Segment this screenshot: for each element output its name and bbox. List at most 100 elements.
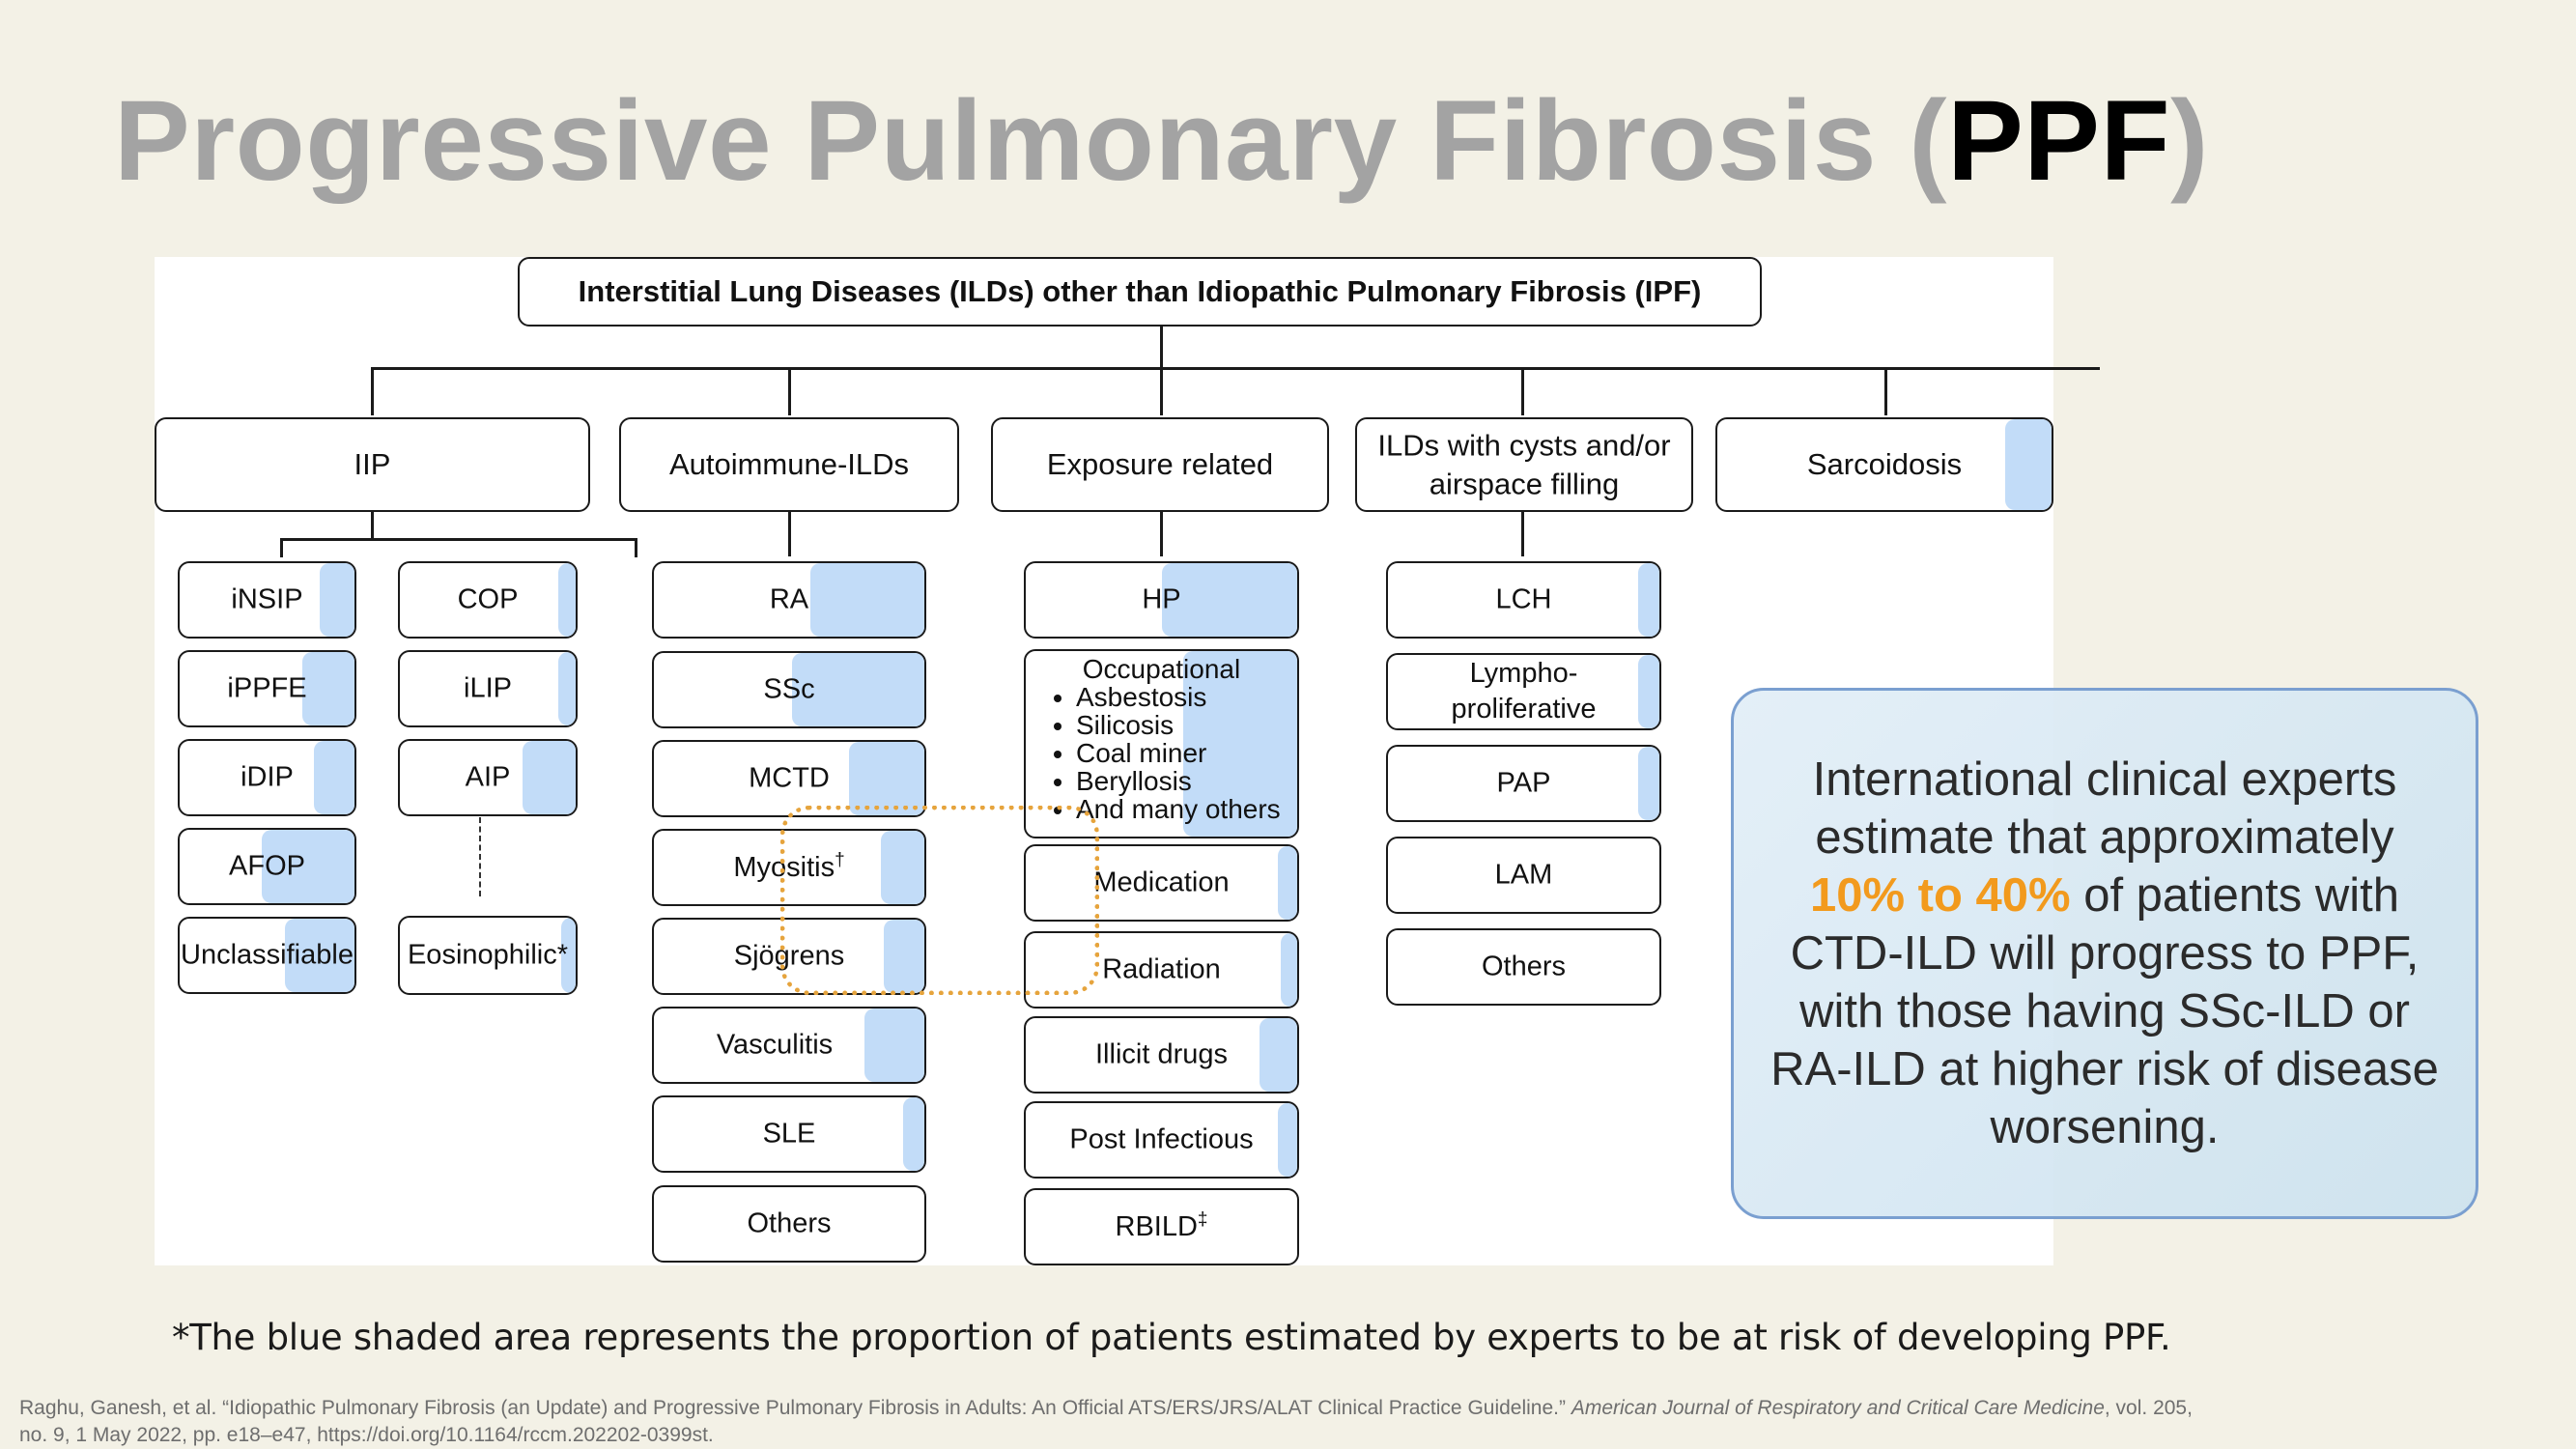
ppf-risk-shading (1259, 1018, 1297, 1092)
citation-text: Raghu, Ganesh, et al. “Idiopathic Pulmon… (19, 1397, 1571, 1419)
node-ssc: SSc (652, 651, 926, 728)
title-text-end: ) (2170, 77, 2209, 205)
ppf-risk-shading (884, 920, 924, 993)
node-label: Lympho-proliferative (1388, 656, 1659, 727)
connector-root-down (1160, 327, 1163, 369)
node-illicit-drugs: Illicit drugs (1024, 1016, 1299, 1094)
node-label: HP (1142, 583, 1181, 615)
connector-to-sarcoidosis (1884, 367, 1887, 415)
ppf-risk-shading (1278, 846, 1297, 920)
ppf-risk-shading (561, 918, 576, 993)
node-label: Post Infectious (1069, 1123, 1254, 1155)
citation-text: no. 9, 1 May 2022, pp. e18–e47, https://… (19, 1424, 714, 1446)
node-label: SLE (762, 1118, 816, 1150)
node-label: Others (1481, 951, 1567, 982)
occupational-heading: Occupational (1082, 654, 1241, 684)
node-unclassifiable: Unclassifiable (178, 917, 356, 994)
node-label: Radiation (1102, 953, 1221, 985)
node-rbild: RBILD‡ (1024, 1188, 1299, 1265)
connector-iip-branch-stem (371, 512, 374, 539)
footnote: *The blue shaded area represents the pro… (172, 1317, 2171, 1358)
connector-to-exposure (1160, 367, 1163, 415)
citation-text: , vol. 205, (2104, 1397, 2193, 1419)
ppf-risk-shading (1278, 1103, 1297, 1177)
node-label: Others (747, 1208, 832, 1239)
connector-autoimmune-down (788, 512, 791, 556)
node-label: RBILD‡ (1026, 1208, 1297, 1245)
occupational-list: Asbestosis Silicosis Coal miner Beryllos… (1026, 683, 1297, 823)
ppf-risk-shading (1637, 563, 1659, 637)
node-label: AIP (465, 761, 511, 793)
callout-box: International clinical experts estimate … (1731, 688, 2478, 1219)
category-label: ILDs with cysts and/or airspace filling (1357, 426, 1691, 502)
node-aip: AIP (398, 739, 578, 816)
node-insip: iNSIP (178, 561, 356, 639)
ppf-risk-shading (1182, 651, 1297, 837)
node-eosinophilic: Eosinophilic* (398, 916, 578, 995)
ppf-risk-shading (791, 653, 924, 726)
ppf-risk-shading (314, 741, 354, 814)
node-idip: iDIP (178, 739, 356, 816)
node-sle: SLE (652, 1095, 926, 1173)
ppf-risk-shading (301, 652, 354, 725)
node-afop: AFOP (178, 828, 356, 905)
callout-line: estimate that approximately (1815, 811, 2394, 864)
node-medication: Medication (1024, 844, 1299, 922)
node-lch: LCH (1386, 561, 1661, 639)
node-ilip: iLIP (398, 650, 578, 727)
category-label: Sarcoidosis (1806, 447, 1963, 482)
title-highlight: PPF (1947, 77, 2171, 205)
callout-highlight: 10% to 40% (1809, 869, 2071, 922)
node-vasculitis: Vasculitis (652, 1007, 926, 1084)
ppf-risk-shading (902, 1097, 924, 1171)
node-label: Medication (1093, 867, 1230, 898)
callout-line: CTD-ILD will progress to PPF, (1790, 927, 2420, 980)
ra-ssc-highlight-outline (780, 806, 1099, 995)
node-label: Illicit drugs (1095, 1038, 1228, 1070)
node-label: AFOP (229, 850, 305, 882)
node-cysts-others: Others (1386, 928, 1661, 1006)
callout-line: of patients with (2070, 869, 2400, 922)
category-label-line1: ILDs with cysts and/or (1377, 428, 1671, 463)
node-pap: PAP (1386, 745, 1661, 822)
connector-iip-left (280, 538, 283, 557)
category-label: Autoimmune-ILDs (668, 447, 910, 482)
callout-line: RA-ILD at higher risk of disease (1770, 1043, 2439, 1095)
node-radiation: Radiation (1024, 931, 1299, 1009)
node-label: PAP (1496, 767, 1551, 799)
ppf-risk-shading (2004, 419, 2052, 510)
ppf-risk-shading (523, 741, 576, 814)
callout-text: International clinical experts estimate … (1770, 751, 2439, 1156)
list-item: Coal miner (1076, 739, 1297, 767)
ppf-risk-shading (1161, 563, 1297, 637)
ppf-risk-shading (1281, 933, 1297, 1007)
node-label: RA (769, 583, 809, 615)
node-label: iPPFE (227, 672, 307, 704)
category-label-line2: airspace filling (1429, 467, 1620, 500)
node-ra: RA (652, 561, 926, 639)
connector-horizontal-top (371, 367, 2100, 370)
category-exposure-related: Exposure related (991, 417, 1329, 512)
title-text: Progressive Pulmonary Fibrosis ( (114, 77, 1948, 205)
ppf-risk-shading (557, 563, 576, 637)
category-sarcoidosis: Sarcoidosis (1715, 417, 2053, 512)
connector-to-iip (371, 367, 374, 415)
callout-line: with those having SSc-ILD or (1799, 985, 2410, 1037)
node-label: Vasculitis (716, 1029, 834, 1061)
ppf-risk-shading (864, 1009, 924, 1082)
category-autoimmune-ilds: Autoimmune-ILDs (619, 417, 959, 512)
connector-exposure-down (1160, 512, 1163, 556)
node-ippfe: iPPFE (178, 650, 356, 727)
node-label: Eosinophilic* (407, 939, 569, 971)
slide-title: Progressive Pulmonary Fibrosis (PPF) (114, 75, 2209, 207)
node-autoimmune-others: Others (652, 1185, 926, 1263)
ppf-risk-shading (848, 742, 924, 815)
node-label: LAM (1494, 859, 1553, 891)
node-label-text: RBILD (1115, 1210, 1198, 1242)
list-item: Asbestosis (1076, 683, 1297, 711)
connector-to-cysts (1521, 367, 1524, 415)
ppf-risk-shading (881, 831, 924, 904)
node-cop: COP (398, 561, 578, 639)
node-label: Unclassifiable (181, 939, 354, 971)
node-label-line1: Lympho- (1469, 657, 1578, 689)
